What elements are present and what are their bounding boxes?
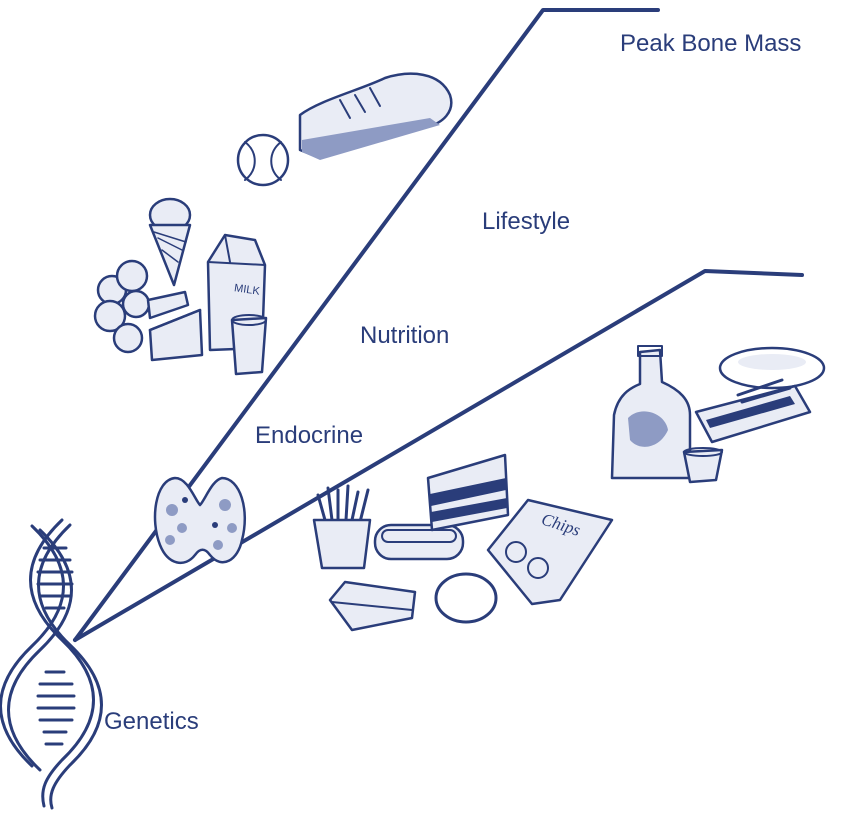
cigarette-pack-icon [696, 380, 810, 442]
donut-icon [436, 574, 496, 622]
thyroid-icon [155, 478, 245, 563]
cheese-icon [150, 310, 202, 360]
liquor-bottle-icon [612, 346, 690, 478]
layer-cake-icon [428, 455, 508, 530]
french-fries-icon [314, 486, 370, 568]
shot-glass-icon [684, 448, 722, 482]
milk-glass-icon [232, 315, 266, 374]
baseball-icon [238, 135, 288, 185]
hot-dog-icon [375, 525, 463, 559]
peak-bone-mass-label: Peak Bone Mass [620, 30, 801, 58]
sneaker-icon [300, 74, 451, 160]
dna-helix-icon [1, 520, 102, 808]
lifestyle-label: Lifestyle [482, 208, 570, 236]
ice-cream-cone-icon [150, 199, 190, 285]
nutrition-label: Nutrition [360, 322, 449, 350]
genetics-label: Genetics [104, 708, 199, 736]
pie-slice-icon [330, 582, 415, 630]
endocrine-label: Endocrine [255, 422, 363, 450]
